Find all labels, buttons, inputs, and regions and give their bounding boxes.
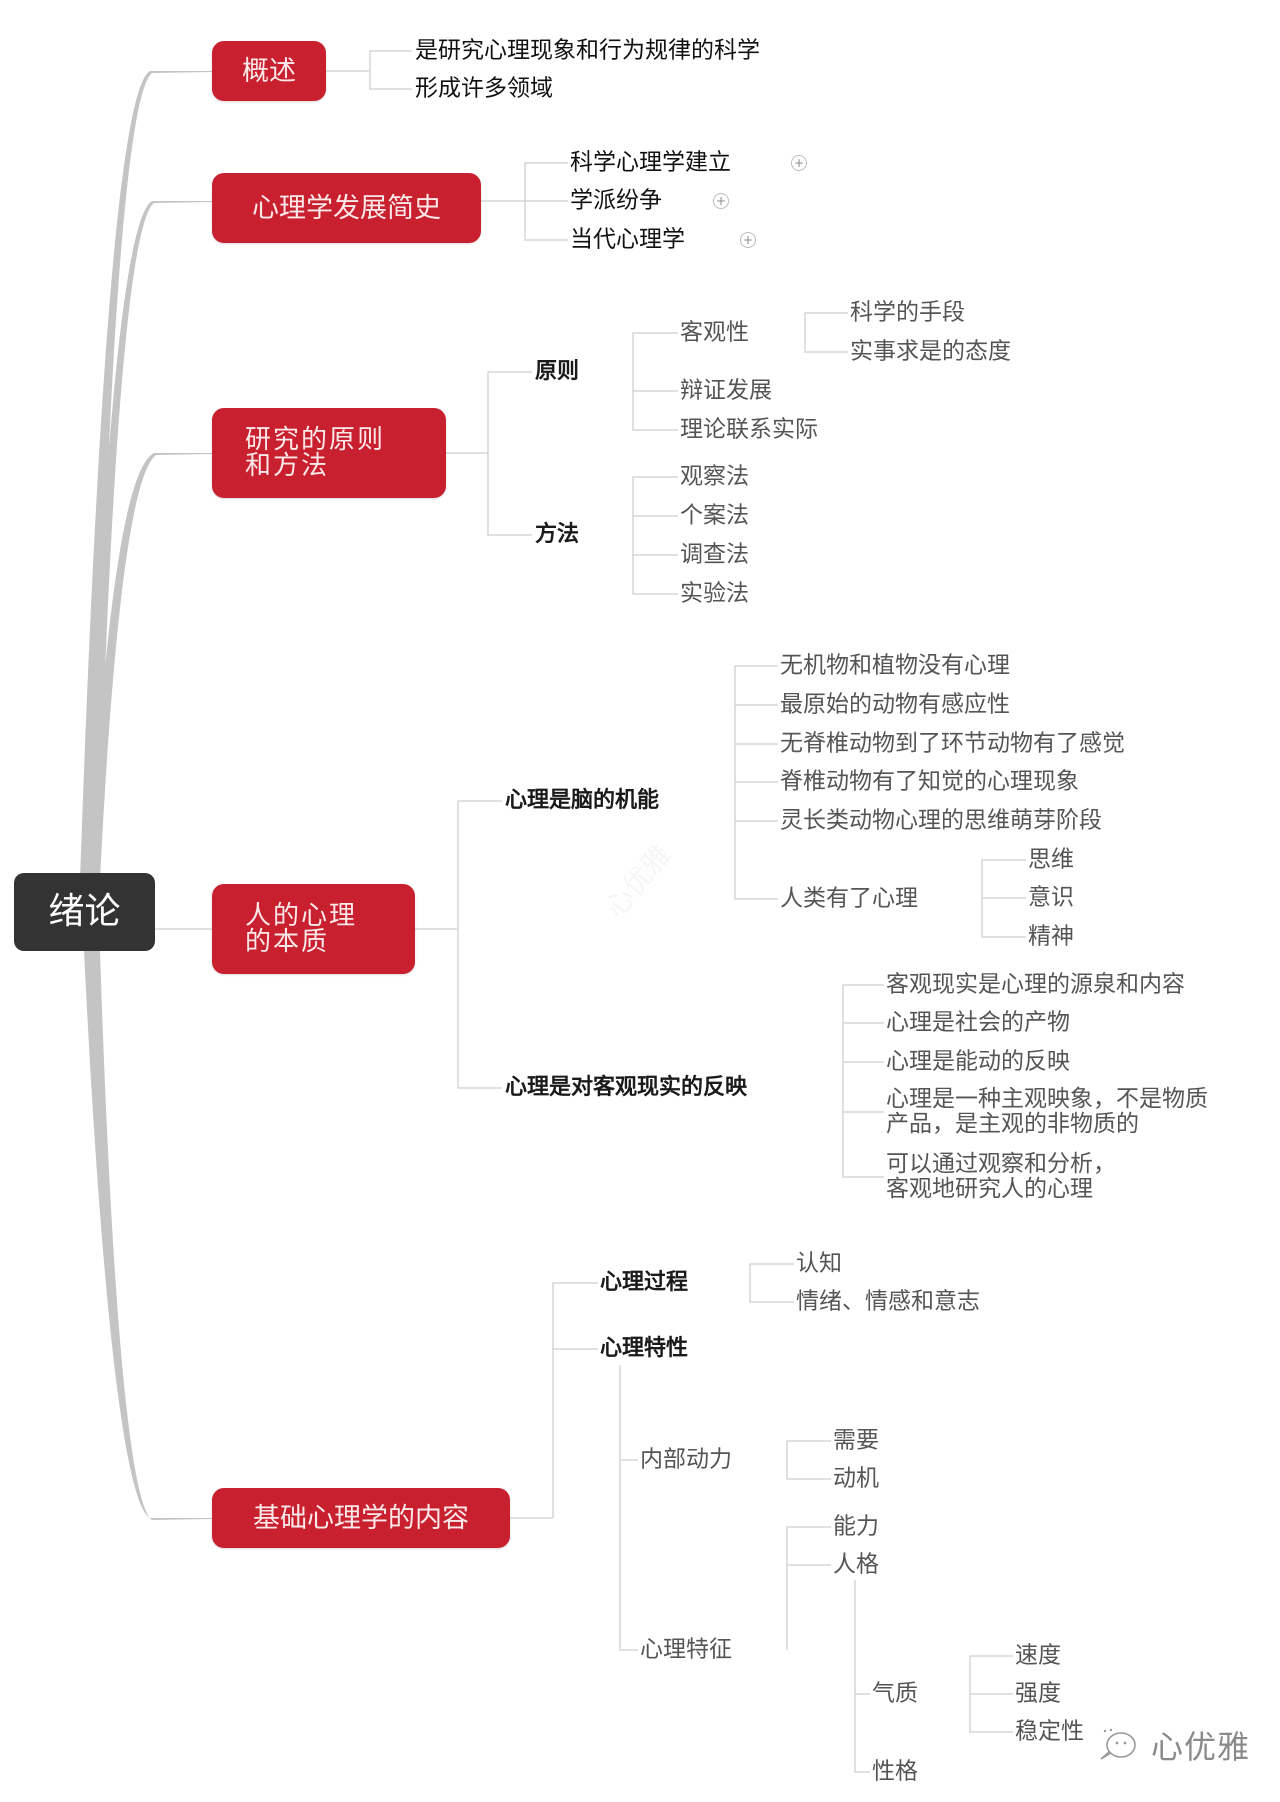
- reflection-item-line2: 客观地研究人的心理: [886, 1176, 1093, 1202]
- branch-history-label: 心理学发展简史: [252, 192, 441, 224]
- reflection-item-line2: 产品，是主观的非物质的: [886, 1111, 1139, 1137]
- branch-methods-label-line2: 和方法: [245, 451, 330, 481]
- human-mind-node[interactable]: 人类有了心理: [780, 885, 918, 912]
- method-item[interactable]: 观察法: [680, 463, 749, 490]
- brain-item[interactable]: 灵长类动物心理的思维萌芽阶段: [780, 807, 1102, 834]
- root-node[interactable]: 绪论: [14, 873, 155, 951]
- motivation-node[interactable]: 内部动力: [640, 1446, 732, 1473]
- method-item[interactable]: 个案法: [680, 502, 749, 529]
- objectivity-node[interactable]: 客观性: [680, 319, 749, 346]
- method-item[interactable]: 调查法: [680, 541, 749, 568]
- brain-item[interactable]: 无脊椎动物到了环节动物有了感觉: [780, 730, 1125, 757]
- motivation-item[interactable]: 动机: [833, 1465, 879, 1492]
- temperament-item[interactable]: 稳定性: [1015, 1718, 1084, 1745]
- objectivity-item[interactable]: 科学的手段: [850, 299, 965, 326]
- history-item[interactable]: 科学心理学建立: [570, 149, 731, 176]
- history-item[interactable]: 当代心理学: [570, 226, 685, 253]
- branch-nature-label-line2: 的本质: [245, 927, 330, 957]
- principles-node[interactable]: 原则: [535, 359, 580, 384]
- brand-watermark: 心优雅: [1095, 1722, 1250, 1768]
- branch-overview[interactable]: 概述: [212, 41, 326, 101]
- process-item[interactable]: 情绪、情感和意志: [796, 1288, 980, 1315]
- branch-content-label: 基础心理学的内容: [253, 1502, 469, 1534]
- branch-methods[interactable]: 研究的原则 和方法: [212, 408, 446, 498]
- root-label: 绪论: [48, 891, 121, 932]
- ability-node[interactable]: 能力: [833, 1513, 879, 1540]
- reflection-item[interactable]: 客观现实是心理的源泉和内容: [886, 971, 1185, 998]
- tree-connectors: [155, 50, 1026, 1773]
- brain-function-node[interactable]: 心理是脑的机能: [505, 788, 660, 813]
- wechat-bubble-icon: [1100, 1728, 1136, 1760]
- objectivity-item[interactable]: 实事求是的态度: [850, 338, 1011, 365]
- branch-nature[interactable]: 人的心理 的本质: [212, 884, 415, 974]
- expand-plus-icon[interactable]: +: [740, 232, 756, 248]
- principle-item[interactable]: 理论联系实际: [680, 416, 818, 443]
- human-mind-item[interactable]: 意识: [1028, 884, 1074, 911]
- overview-item[interactable]: 形成许多领域: [415, 75, 553, 102]
- process-node[interactable]: 心理过程: [600, 1270, 689, 1295]
- reflection-item-line1: 可以通过观察和分析，: [886, 1151, 1116, 1178]
- reflection-node[interactable]: 心理是对客观现实的反映: [505, 1075, 748, 1100]
- process-item[interactable]: 认知: [796, 1250, 842, 1277]
- reflection-item[interactable]: 可以通过观察和分析， 客观地研究人的心理: [886, 1152, 1116, 1202]
- branch-methods-label-line1: 研究的原则: [245, 425, 386, 455]
- reflection-item[interactable]: 心理是能动的反映: [886, 1048, 1070, 1075]
- reflection-item[interactable]: 心理是社会的产物: [886, 1009, 1070, 1036]
- history-item[interactable]: 学派纷争: [570, 187, 662, 214]
- overview-item[interactable]: 是研究心理现象和行为规律的科学: [415, 37, 760, 64]
- branch-nature-label-line1: 人的心理: [245, 901, 358, 931]
- principle-item[interactable]: 辩证发展: [680, 377, 772, 404]
- features-node[interactable]: 心理特征: [640, 1636, 732, 1663]
- motivation-item[interactable]: 需要: [833, 1427, 879, 1454]
- reflection-item-line1: 心理是一种主观映象，不是物质: [886, 1086, 1208, 1113]
- brain-item[interactable]: 无机物和植物没有心理: [780, 652, 1010, 679]
- temperament-node[interactable]: 气质: [872, 1680, 918, 1707]
- traits-node[interactable]: 心理特性: [600, 1336, 689, 1361]
- reflection-item[interactable]: 心理是一种主观映象，不是物质 产品，是主观的非物质的: [886, 1087, 1208, 1137]
- human-mind-item[interactable]: 思维: [1028, 846, 1074, 873]
- brand-text: 心优雅: [1151, 1728, 1251, 1766]
- temperament-item[interactable]: 速度: [1015, 1642, 1061, 1669]
- spine-branches: [80, 71, 212, 1520]
- method-item[interactable]: 实验法: [680, 580, 749, 607]
- expand-plus-icon[interactable]: +: [791, 155, 807, 171]
- branch-overview-label: 概述: [242, 55, 296, 87]
- character-node[interactable]: 性格: [872, 1758, 918, 1785]
- brain-item[interactable]: 最原始的动物有感应性: [780, 691, 1010, 718]
- approaches-node[interactable]: 方法: [535, 522, 580, 547]
- branch-content[interactable]: 基础心理学的内容: [212, 1488, 510, 1548]
- personality-node[interactable]: 人格: [833, 1551, 879, 1578]
- branch-history[interactable]: 心理学发展简史: [212, 173, 481, 243]
- brain-item[interactable]: 脊椎动物有了知觉的心理现象: [780, 768, 1079, 795]
- human-mind-item[interactable]: 精神: [1028, 923, 1074, 950]
- temperament-item[interactable]: 强度: [1015, 1680, 1061, 1707]
- expand-plus-icon[interactable]: +: [713, 193, 729, 209]
